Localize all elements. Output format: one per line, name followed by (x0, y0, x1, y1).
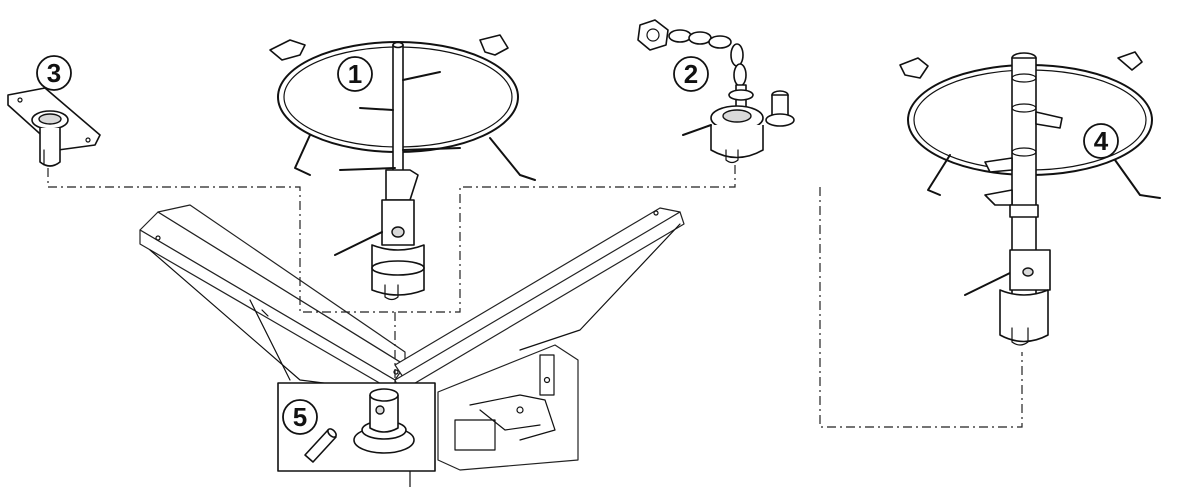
frame-structure (139, 204, 685, 487)
callout-1-label: 1 (348, 59, 362, 89)
callout-4: 4 (1083, 123, 1119, 159)
part-2-chain-socket (637, 19, 795, 164)
callout-3: 3 (36, 55, 72, 91)
part-3-plate-socket (7, 87, 101, 167)
part-1-ring-assembly (269, 34, 536, 301)
callout-3-label: 3 (47, 58, 61, 88)
callout-1: 1 (337, 56, 373, 92)
callout-2-label: 2 (684, 59, 698, 89)
callout-2: 2 (673, 56, 709, 92)
part-4-column-assembly (899, 51, 1161, 346)
callout-4-label: 4 (1094, 126, 1109, 156)
callout-5: 5 (282, 399, 318, 435)
callout-5-label: 5 (293, 402, 307, 432)
